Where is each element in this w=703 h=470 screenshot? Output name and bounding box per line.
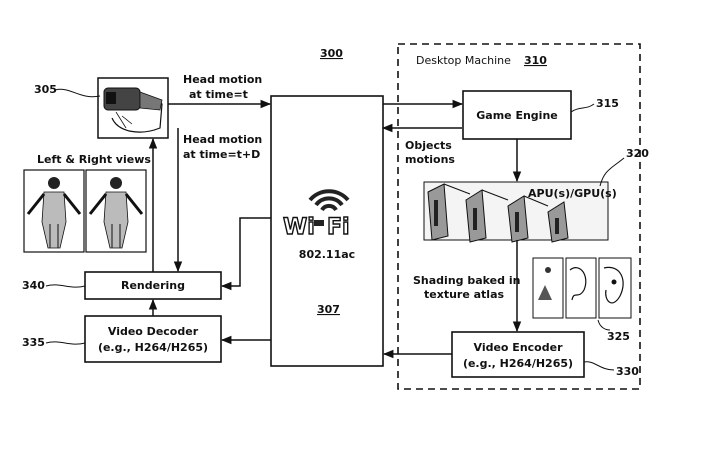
- video-encoder-label-1: Video Encoder: [474, 341, 564, 354]
- gpu-label: APU(s)/GPU(s): [528, 187, 617, 200]
- objects-motions-line1: Objects: [405, 139, 452, 152]
- video-decoder-ref: 335: [22, 336, 45, 349]
- wifi-logo: Wi Fi: [282, 214, 350, 240]
- head-motion-td-line1: Head motion: [183, 133, 262, 146]
- game-engine-label: Game Engine: [476, 109, 558, 122]
- desktop-machine-ref: 310: [524, 54, 547, 67]
- video-decoder-leader-line: [45, 341, 86, 345]
- head-motion-td-line2: at time=t+D: [183, 148, 260, 161]
- gpu-ref: 320: [626, 147, 649, 160]
- game-engine-box: [462, 90, 572, 140]
- hmd-leader-line: [54, 88, 101, 98]
- wifi-box: [270, 95, 384, 367]
- rendering-ref: 340: [22, 279, 45, 292]
- game-engine-ref: 315: [596, 97, 619, 110]
- atlas-leader-line: [597, 319, 611, 331]
- wifi-standard: 802.11ac: [299, 248, 355, 261]
- connectors: [148, 99, 522, 359]
- figure-number: 300: [320, 47, 343, 60]
- head-motion-t-line1: Head motion: [183, 73, 262, 86]
- wifi-logo-left: Wi: [283, 215, 315, 240]
- desktop-machine-title: Desktop Machine: [416, 54, 511, 67]
- video-decoder-label-2: (e.g., H264/H265): [98, 341, 208, 354]
- right-view-image: [85, 169, 147, 253]
- views-label: Left & Right views: [37, 153, 151, 166]
- shading-line1: Shading baked in: [413, 274, 520, 287]
- shading-line2: texture atlas: [424, 288, 504, 301]
- wifi-logo-right: Fi: [327, 215, 350, 240]
- hmd-head-icon: [97, 77, 169, 139]
- texture-atlas-images: [532, 257, 632, 319]
- video-encoder-box: [451, 331, 585, 378]
- video-decoder-label-1: Video Decoder: [108, 325, 199, 338]
- desktop-machine-box: [397, 43, 641, 390]
- rendering-label: Rendering: [121, 279, 185, 292]
- objects-motions-line2: motions: [405, 153, 455, 166]
- left-view-image: [23, 169, 85, 253]
- rendering-leader-line: [45, 284, 86, 288]
- video-encoder-ref: 330: [616, 365, 639, 378]
- head-motion-t-line2: at time=t: [189, 88, 248, 101]
- video-encoder-label-2: (e.g., H264/H265): [463, 357, 573, 370]
- hmd-ref: 305: [34, 83, 57, 96]
- video-encoder-leader-line: [583, 361, 615, 371]
- gpu-leader-line: [599, 157, 625, 187]
- atlas-ref: 325: [607, 330, 630, 343]
- arrow-wifi-to-rendering: [220, 217, 271, 291]
- wifi-ref: 307: [317, 303, 340, 316]
- video-decoder-box: [84, 315, 222, 363]
- game-engine-leader-line: [570, 103, 595, 113]
- wifi-signal-icon: [308, 189, 350, 212]
